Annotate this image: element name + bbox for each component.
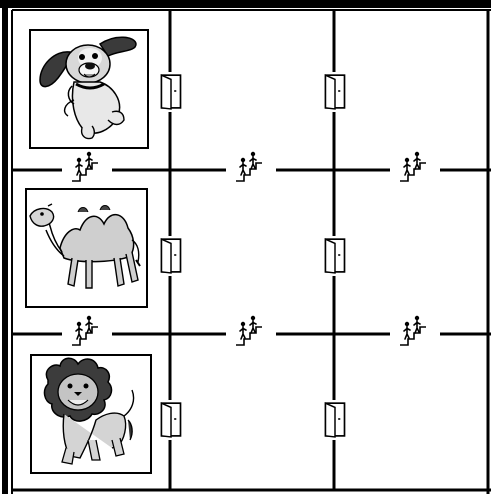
door-icon[interactable] (162, 239, 181, 273)
door-icon[interactable] (326, 75, 345, 109)
door-icon[interactable] (326, 239, 345, 273)
door-icon[interactable] (162, 75, 181, 109)
door-icon[interactable] (326, 403, 345, 437)
door-icon[interactable] (162, 403, 181, 437)
